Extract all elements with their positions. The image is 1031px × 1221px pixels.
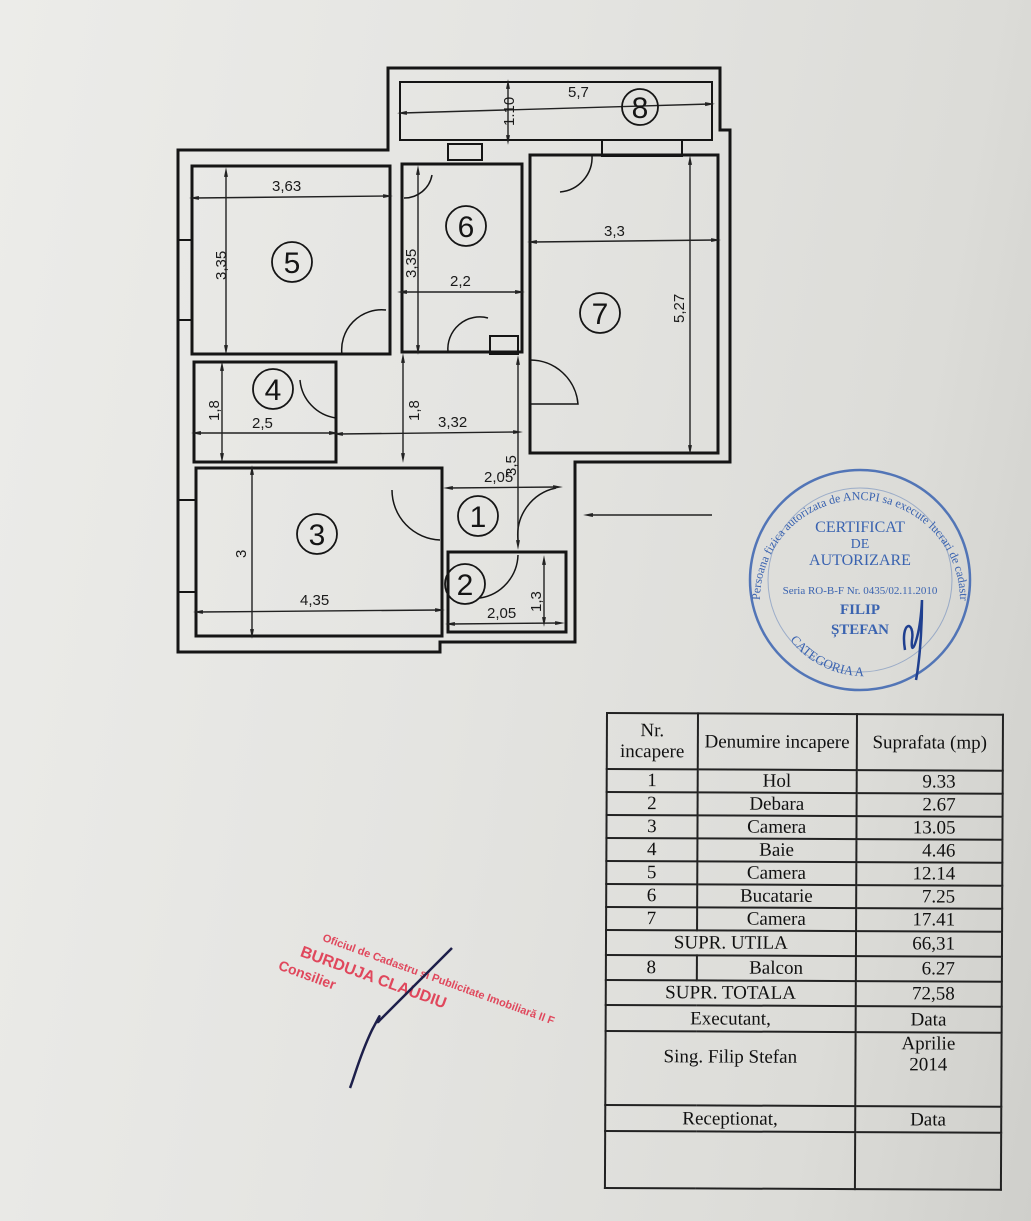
executant-name: Sing. Filip Stefan xyxy=(605,1031,856,1107)
dim-room6-width: 2,2 xyxy=(450,273,471,290)
useful-area-label: SUPR. UTILA xyxy=(605,930,856,957)
room-number-4: 4 xyxy=(265,374,282,407)
cell-name: Debara xyxy=(697,792,857,817)
cell-nr: 6 xyxy=(606,884,697,908)
cell-nr: 2 xyxy=(606,792,698,816)
total-area-value: 72,58 xyxy=(855,981,1002,1007)
dim-entry-width: 2,05 xyxy=(484,469,513,486)
executant-date-label: Data xyxy=(855,1006,1002,1033)
stamp-name-2: ȘTEFAN xyxy=(831,622,889,638)
dim-hall-length: 3,5 xyxy=(503,455,520,476)
header-name: Denumire incapere xyxy=(697,713,857,771)
dim-room2-width: 2,05 xyxy=(487,605,516,622)
cell-name: Camera xyxy=(696,861,857,886)
executant-label: Executant, xyxy=(605,1005,856,1033)
cell-area: 9.33 xyxy=(856,770,1003,794)
dim-room6-depth: 3,35 xyxy=(403,249,420,278)
cell-name: Baie xyxy=(697,838,857,863)
signature-blue xyxy=(902,599,924,681)
stamp-serial: Seria RO-B-F Nr. 0435/02.11.2010 xyxy=(783,585,938,597)
cell-name: Camera xyxy=(697,815,857,840)
balcony-nr: 8 xyxy=(605,955,697,981)
dimension-lines xyxy=(189,79,721,639)
dim-room5-width: 3,63 xyxy=(272,178,301,195)
cell-area: 17.41 xyxy=(855,908,1003,932)
room-number-8: 8 xyxy=(632,92,649,125)
executant-date-year: 2014 xyxy=(909,1054,948,1076)
dim-room7-width: 3,3 xyxy=(604,223,625,240)
executant-date-month: Aprilie xyxy=(901,1033,956,1055)
signature-dark xyxy=(348,947,453,1089)
cell-area: 13.05 xyxy=(856,816,1003,840)
cell-area: 2.67 xyxy=(856,793,1003,817)
cell-area: 4.46 xyxy=(856,839,1003,863)
cell-nr: 3 xyxy=(606,815,698,839)
dim-room4-depth: 1,8 xyxy=(206,400,223,421)
dim-hall-depth: 1,8 xyxy=(406,400,423,421)
useful-area-value: 66,31 xyxy=(855,931,1003,957)
cell-name: Camera xyxy=(696,907,856,932)
room-numbers: 8 5 6 7 4 3 1 2 xyxy=(252,88,659,605)
stamp-title-2: DE xyxy=(851,537,870,552)
cell-nr: 7 xyxy=(606,907,697,931)
room-number-2: 2 xyxy=(457,569,474,602)
dim-room4-width: 2,5 xyxy=(252,415,273,432)
room-number-7: 7 xyxy=(592,298,609,331)
room-number-6: 6 xyxy=(458,211,475,244)
cell-nr: 5 xyxy=(606,861,698,885)
room-number-1: 1 xyxy=(470,501,487,534)
dim-balcony-depth: 1.10 xyxy=(501,97,518,126)
receptionat-signature-cell xyxy=(604,1131,855,1190)
dim-hall-width: 3,32 xyxy=(438,414,467,431)
cell-area: 7.25 xyxy=(855,885,1003,909)
cell-area: 12.14 xyxy=(855,862,1003,886)
cell-nr: 4 xyxy=(606,838,698,862)
balcony-area: 6.27 xyxy=(855,956,1002,982)
header-area: Suprafata (mp) xyxy=(856,714,1003,771)
receptionat-label: Receptionat, xyxy=(605,1105,855,1133)
receptionat-date-label: Data xyxy=(854,1106,1002,1133)
dim-room2-depth: 1,3 xyxy=(528,591,545,612)
rooms-table: Nr. incapere Denumire incapere Suprafata… xyxy=(604,712,1004,1191)
dim-room7-depth: 5,27 xyxy=(671,294,688,323)
cell-nr: 1 xyxy=(606,769,698,793)
room-number-3: 3 xyxy=(309,519,326,552)
cell-name: Bucatarie xyxy=(696,884,856,909)
total-area-label: SUPR. TOTALA xyxy=(605,980,856,1007)
stamp-title-1: CERTIFICAT xyxy=(815,519,905,536)
dim-balcony-width: 5,7 xyxy=(568,84,589,101)
room-number-5: 5 xyxy=(284,247,301,280)
header-nr: Nr. incapere xyxy=(606,713,698,770)
dimension-labels: 5,7 1.10 3,63 3,35 3,35 2,2 3,3 5,27 1,8… xyxy=(206,84,688,622)
stamp-title-3: AUTORIZARE xyxy=(809,552,911,569)
walls xyxy=(176,66,732,654)
balcony-name: Balcon xyxy=(696,955,856,982)
stamp-name-1: FILIP xyxy=(840,602,880,618)
dim-room3-depth: 3 xyxy=(233,550,250,558)
receptionat-date-cell xyxy=(854,1132,1002,1190)
cadastre-stamp: Oficiul de Cadastru și Publicitate Imobi… xyxy=(276,932,556,1027)
cell-name: Hol xyxy=(697,769,857,794)
dim-room5-depth: 3,35 xyxy=(213,251,230,280)
dim-room3-width: 4,35 xyxy=(300,592,329,609)
